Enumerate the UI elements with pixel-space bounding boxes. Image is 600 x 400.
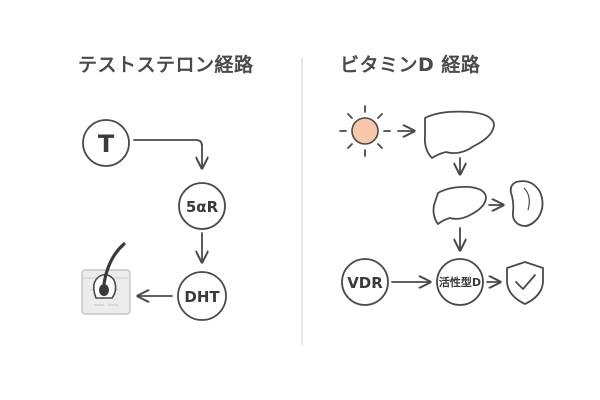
title-vitamin-d-pathway: ビタミンD 経路 (340, 54, 481, 76)
liver-small-icon (432, 185, 487, 225)
hair-follicle-icon (81, 242, 131, 315)
node-vdr-label: VDR (347, 274, 383, 292)
arrow-t-to-5ar (133, 139, 202, 168)
title-testosterone-pathway: テストステロン経路 (78, 54, 254, 76)
node-active-vitamin-d: 活性型D (436, 258, 484, 306)
node-5-alpha-reductase: 5αR (178, 182, 226, 230)
kidney-icon (509, 180, 544, 227)
liver-icon (423, 110, 495, 159)
sun-icon (339, 105, 391, 157)
node-active-vitamin-d-label: 活性型D (439, 275, 481, 289)
node-dht-label: DHT (184, 288, 220, 306)
shield-check-icon (506, 261, 544, 305)
node-5-alpha-reductase-label: 5αR (186, 198, 219, 216)
node-testosterone-label: T (98, 130, 115, 158)
node-vdr: VDR (341, 258, 389, 306)
node-testosterone: T (82, 119, 130, 167)
node-dht: DHT (177, 271, 227, 321)
